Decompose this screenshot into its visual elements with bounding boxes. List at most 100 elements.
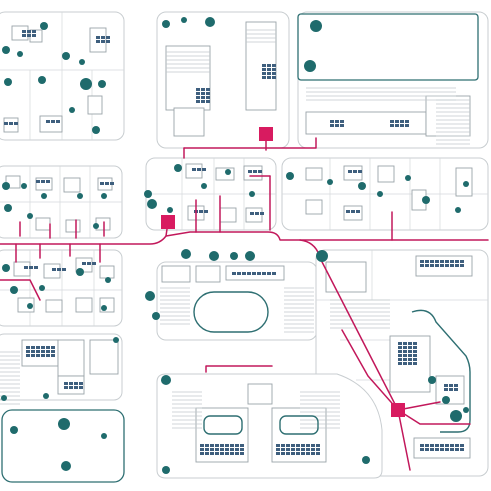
stadium-building [161, 265, 191, 283]
tree-icon [38, 76, 46, 84]
building-tower [245, 21, 277, 111]
school-gym [57, 339, 85, 377]
substation-icon[interactable] [259, 127, 273, 141]
tree-icon [225, 169, 231, 175]
building-hall [165, 45, 211, 111]
solar-panel-icon [200, 444, 244, 455]
tree-icon [463, 407, 469, 413]
substation-icon[interactable] [161, 215, 175, 229]
solar-panel-icon [250, 212, 264, 215]
buildings [3, 21, 473, 463]
tree-icon [58, 418, 70, 430]
solar-panel-icon [346, 210, 360, 213]
tree-icon [167, 207, 173, 213]
substation-icon[interactable] [391, 403, 405, 417]
tree-icon [27, 213, 33, 219]
tree-icon [162, 466, 170, 474]
power-line [165, 231, 489, 241]
tree-icon [2, 264, 10, 272]
house [87, 95, 103, 115]
tree-icon [405, 175, 411, 181]
stadium-building [195, 265, 221, 283]
solar-panel-icon [444, 384, 458, 391]
block-park-sw [1, 409, 125, 483]
tree-icon [80, 78, 92, 90]
campus-courtyard [203, 415, 243, 435]
tree-icon [205, 17, 215, 27]
house [65, 219, 81, 233]
tree-icon [455, 207, 461, 213]
tree-icon [69, 107, 75, 113]
solar-panel-icon [24, 266, 38, 269]
solar-panels [4, 30, 464, 455]
tree-icon [76, 268, 84, 276]
block-residential-sw [0, 249, 123, 327]
tree-icon [304, 60, 316, 72]
tree-icon [98, 80, 106, 88]
office [325, 261, 367, 293]
tree-icon [101, 433, 107, 439]
power-line [397, 409, 471, 425]
se-greenbelt [411, 309, 471, 433]
solar-panel-icon [390, 120, 409, 127]
tree-icon [21, 183, 27, 189]
tree-icon [450, 410, 462, 422]
house [215, 167, 235, 181]
tree-icon [463, 181, 469, 187]
tree-icon [77, 193, 83, 199]
tree-icon [358, 182, 366, 190]
tree-icon [79, 59, 85, 65]
tree-icon [2, 182, 10, 190]
solar-panel-icon [100, 182, 114, 185]
tree-icon [61, 461, 71, 471]
tree-icon [10, 286, 18, 294]
tree-icon [27, 303, 33, 309]
solar-panel-icon [46, 120, 60, 123]
tree-icon [230, 252, 238, 260]
solar-panel-icon [52, 268, 66, 271]
tree-icon [362, 456, 370, 464]
tree-icon [327, 179, 333, 185]
tree-icon [161, 375, 171, 385]
tree-icon [4, 78, 12, 86]
solar-panel-icon [196, 88, 210, 103]
solar-panel-icon [82, 262, 96, 265]
school-hall [89, 339, 119, 375]
solar-panel-icon [64, 382, 83, 389]
campus-courtyard [279, 415, 319, 435]
tree-icon [1, 395, 7, 401]
tree-icon [4, 204, 12, 212]
campus-link [247, 383, 273, 405]
tree-icon [201, 183, 207, 189]
tree-icon [181, 17, 187, 23]
tree-icon [17, 51, 23, 57]
solar-panel-icon [36, 180, 50, 183]
building-wing [173, 107, 205, 137]
house [63, 177, 81, 193]
solar-panel-icon [262, 64, 276, 79]
tree-icon [310, 20, 322, 32]
solar-panel-icon [22, 30, 36, 37]
solar-panel-icon [276, 444, 320, 455]
power-line [341, 329, 399, 411]
tree-icon [147, 199, 157, 209]
tree-icon [422, 196, 430, 204]
running-track [193, 291, 269, 333]
substations [161, 127, 405, 417]
solar-panel-icon [330, 120, 344, 127]
house [39, 115, 63, 133]
tree-icon [152, 312, 160, 320]
tree-icon [2, 46, 10, 54]
solar-panel-icon [420, 260, 464, 267]
power-line [0, 279, 41, 301]
solar-panel-icon [420, 444, 464, 451]
house [305, 199, 323, 215]
trees [1, 17, 469, 474]
office [435, 375, 465, 405]
house [99, 265, 115, 279]
tree-icon [41, 193, 47, 199]
tree-icon [174, 164, 182, 172]
solar-panel-icon [248, 170, 262, 173]
house [45, 299, 63, 313]
